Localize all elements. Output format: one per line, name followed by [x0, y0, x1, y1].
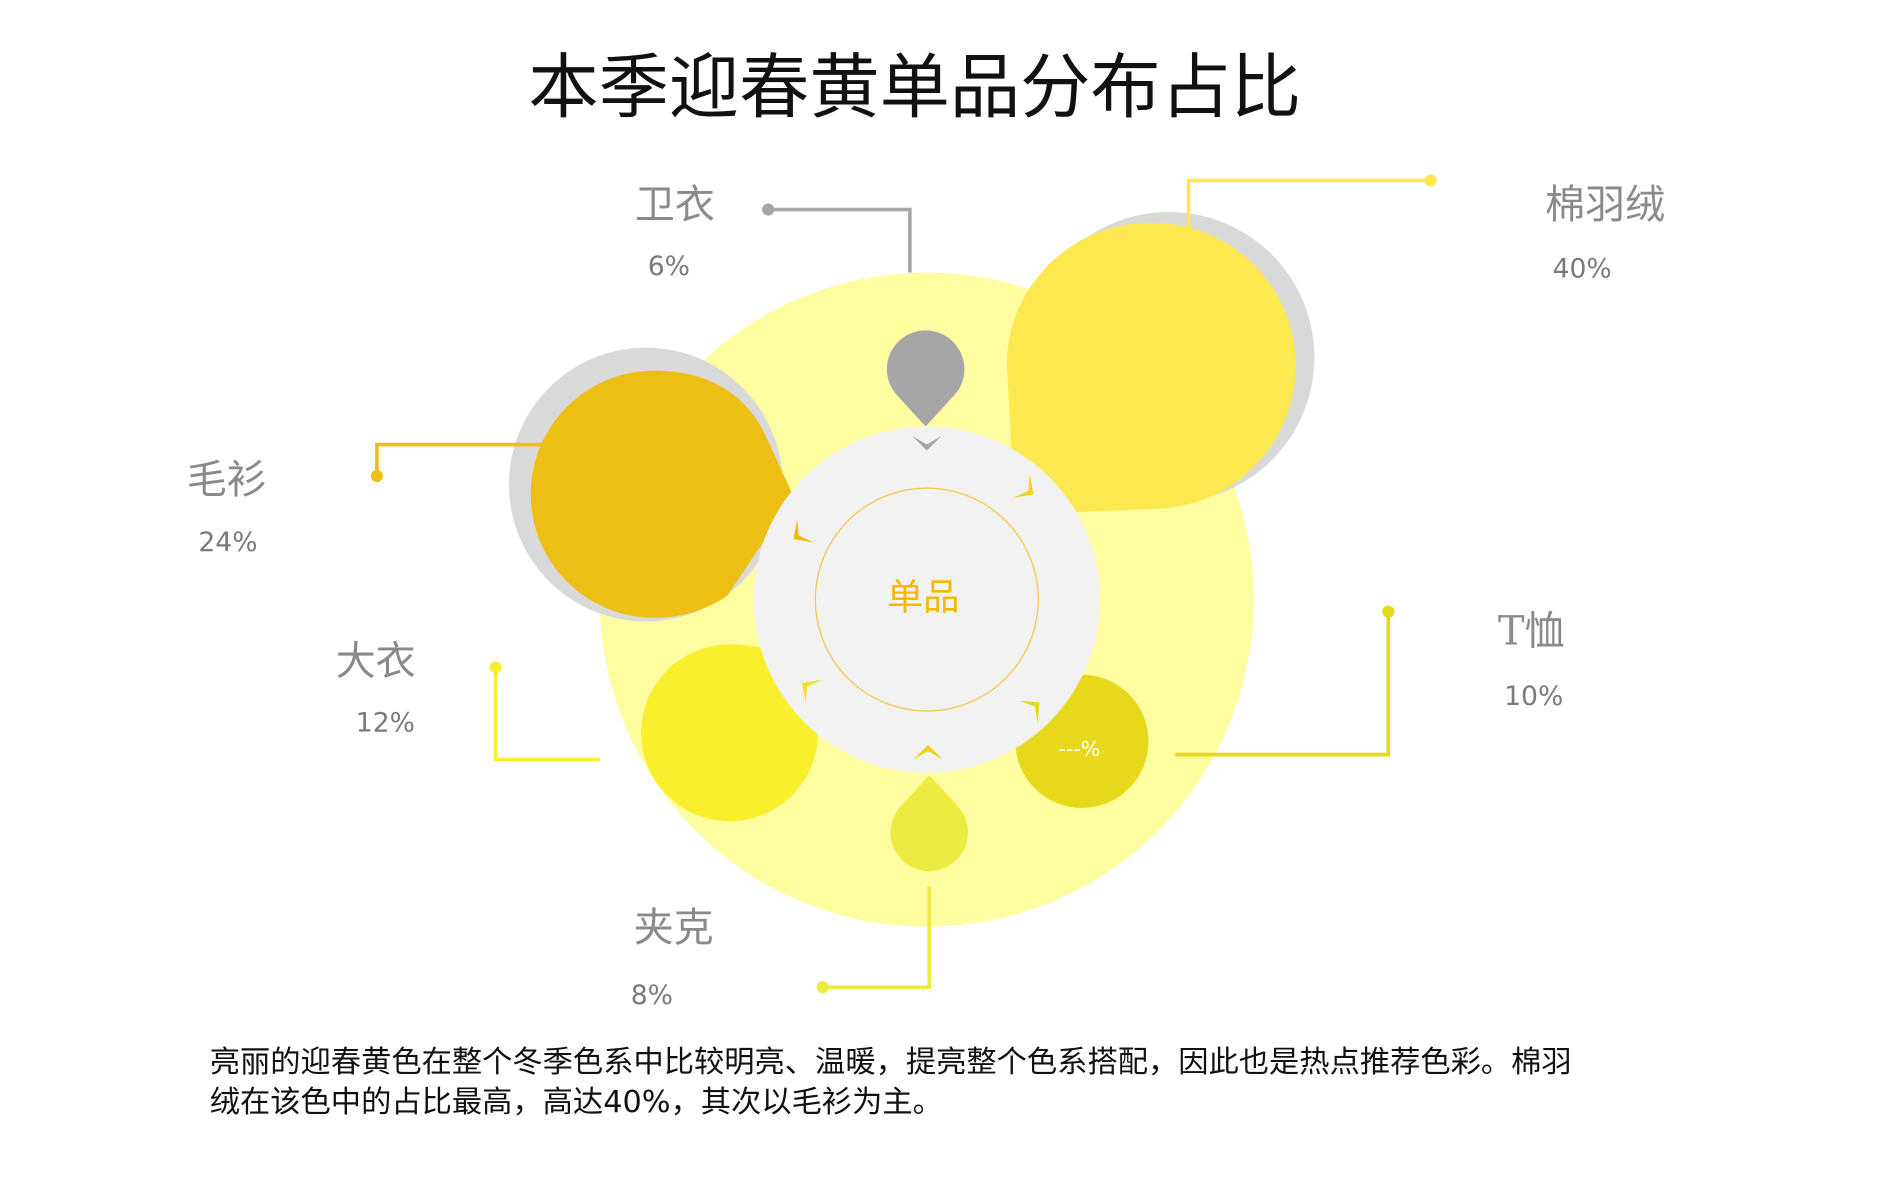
arrow-icon — [913, 744, 943, 760]
drop-hoodie — [886, 330, 965, 427]
leader-dot — [489, 661, 502, 674]
arrow-icon — [793, 518, 814, 543]
tshirt-inner-annotation: ---% — [1059, 737, 1101, 761]
category-label-coat: 大衣 — [336, 639, 416, 685]
blob-sweater — [530, 370, 794, 618]
category-label-jacket: 夹克 — [634, 905, 714, 951]
leader-line — [493, 667, 600, 762]
value-label-coat: 12% — [356, 708, 415, 739]
value-label-sweater: 24% — [198, 527, 257, 558]
arrow-icon — [1013, 473, 1034, 498]
leader-line — [375, 442, 542, 477]
value-label-down-jacket: 40% — [1553, 253, 1612, 284]
leader-dot — [762, 203, 775, 216]
description-line-2: 绒在该色中的占比最高，高达40%，其次以毛衫为主。 — [210, 1085, 943, 1120]
chart-title: 本季迎春黄单品分布占比 — [528, 46, 1301, 128]
leader-line — [822, 886, 932, 990]
value-label-tshirt: 10% — [1504, 681, 1563, 712]
leader-dot — [1382, 605, 1395, 618]
description-line-1: 亮丽的迎春黄色在整个冬季色系中比较明亮、温暖，提亮整个色系搭配，因此也是热点推荐… — [210, 1045, 1572, 1080]
leader-line — [1186, 178, 1431, 231]
leader-line — [1175, 611, 1391, 757]
leader-dot — [1424, 174, 1437, 187]
leader-line — [768, 207, 912, 273]
center-circle — [753, 426, 1101, 773]
category-label-sweater: 毛衫 — [187, 457, 267, 503]
arrow-icon — [912, 436, 942, 451]
arrow-icon — [1019, 700, 1040, 724]
leader-dot — [370, 469, 383, 483]
arrow-icon — [802, 679, 823, 704]
category-label-down-jacket: 棉羽绒 — [1545, 182, 1665, 228]
value-label-jacket: 8% — [631, 980, 673, 1011]
center-label: 单品 — [887, 575, 960, 618]
blob-coat — [641, 644, 818, 822]
category-label-hoodie: 卫衣 — [635, 182, 715, 228]
blob-down-jacket — [1006, 222, 1296, 515]
drop-jacket — [890, 775, 969, 872]
leader-dot — [816, 981, 829, 994]
center-inner-ring — [814, 487, 1039, 712]
value-label-hoodie: 6% — [648, 251, 690, 282]
category-label-tshirt: T恤 — [1498, 608, 1565, 654]
